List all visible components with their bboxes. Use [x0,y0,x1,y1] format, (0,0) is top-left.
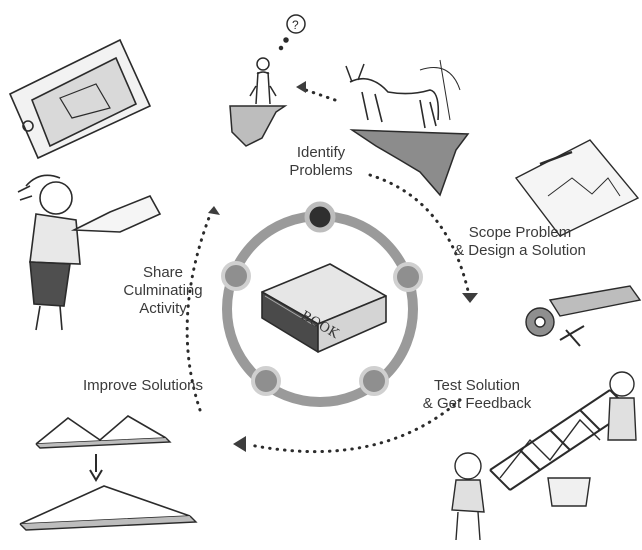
step-test-feedback: Test Solution & Get Feedback [402,377,552,413]
thought-bubble-icon [286,14,306,34]
step-scope-line-1: Scope Problem [468,224,572,241]
node-identify [304,201,336,233]
ring-nodes [221,201,423,396]
thought-bubble-text: ? [292,18,299,32]
girl-reading-sketch [17,174,162,331]
step-share-line-3: Activity [139,300,187,317]
step-improve-line-1: Improve Solutions [82,377,204,394]
arrowhead-improve-icon [233,436,246,452]
node-improve [251,366,281,396]
step-share-activity: Share Culminating Activity [108,264,218,318]
step-share-line-2: Culminating [123,282,203,299]
node-share [221,261,251,291]
step-scope-design: Scope Problem & Design a Solution [435,224,605,260]
step-identify-problems: Identify Problems [276,144,366,180]
node-test [359,366,389,396]
person-head-icon [256,57,270,71]
arrowhead-scope-icon [462,293,478,303]
book-icon: BOOK [261,263,387,353]
arrow-to-improve [248,398,462,454]
improve-truss-sketch [19,415,198,531]
design-sketch-paper [514,139,640,237]
step-identify-line-1: Identify [296,144,346,161]
kids-testing-sketch [451,371,637,541]
arrow-to-share [185,213,212,412]
arrowhead-identify-icon [296,81,306,93]
step-share-line-1: Share [142,264,184,281]
phone-sketch [8,38,152,160]
step-test-line-1: Test Solution [434,377,520,394]
step-scope-line-2: & Design a Solution [454,242,586,259]
step-identify-line-2: Problems [289,162,353,179]
arrowhead-share-icon [208,206,220,215]
identify-problem-sketch: ? [229,14,470,197]
node-scope [393,262,423,292]
step-improve-solutions: Improve Solutions [68,377,218,395]
tools-sketch [525,285,642,347]
step-test-line-2: & Get Feedback [422,395,532,412]
